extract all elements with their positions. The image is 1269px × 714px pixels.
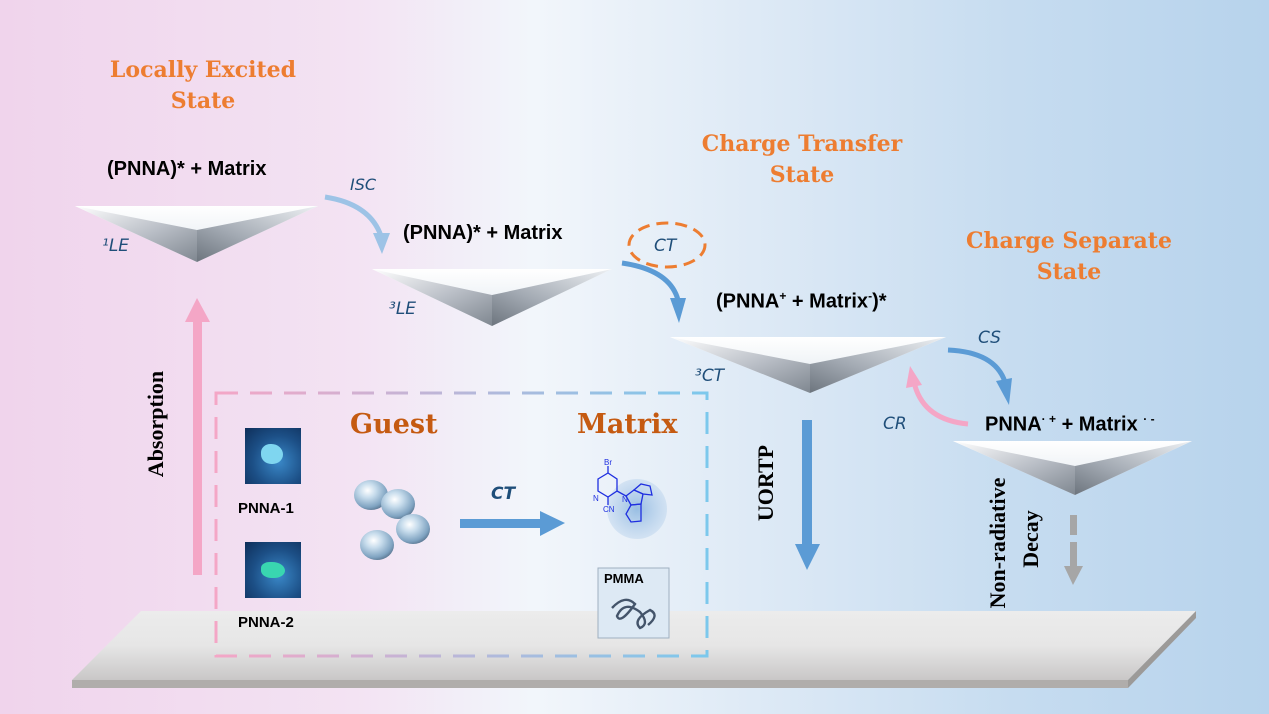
guest-to-matrix-arrow	[460, 511, 565, 536]
cs-arrow	[947, 347, 1012, 405]
level-label-3ct: ³CT	[695, 366, 725, 386]
guest-title: Guest	[350, 409, 438, 440]
title-charge-transfer-state: Charge Transfer State	[701, 131, 903, 188]
pmma-label: PMMA	[604, 571, 644, 586]
matrix-molecule	[597, 466, 667, 539]
ct-arrow	[621, 260, 686, 323]
sample-photo-pnna-1	[245, 428, 301, 484]
ct-dashed-circle	[627, 221, 707, 269]
nonradiative-decay-arrow	[1064, 515, 1083, 585]
absorption-arrow	[185, 298, 210, 575]
pmma-squiggle	[611, 598, 656, 630]
cr-label: CR	[883, 414, 907, 434]
energy-level-1le	[75, 206, 318, 262]
guest-matrix-ct-label: CT	[491, 484, 516, 504]
level-label-1le: ¹LE	[102, 236, 130, 256]
sample-label-pnna-1: PNNA-1	[238, 500, 294, 517]
ct-circle-label: CT	[654, 236, 677, 256]
sample-label-pnna-2: PNNA-2	[238, 614, 294, 631]
emission-spot	[261, 444, 283, 464]
title-charge-separate-state: Charge Separate State	[966, 228, 1172, 285]
base-platform	[72, 611, 1196, 688]
isc-arrow	[324, 194, 390, 254]
formula-3le: (PNNA)* + Matrix	[403, 222, 563, 244]
guest-matrix-box	[214, 391, 709, 658]
atom-label-cn: CN	[603, 505, 615, 514]
uortp-label: UORTP	[753, 444, 778, 522]
cr-arrow	[906, 366, 969, 427]
sample-photo-pnna-2	[245, 542, 301, 598]
guest-spheres	[354, 480, 430, 560]
cs-label: CS	[978, 328, 1001, 348]
energy-level-cs	[953, 441, 1192, 495]
energy-level-3le	[372, 269, 612, 326]
level-label-3le: ³LE	[389, 299, 417, 319]
formula-1le: (PNNA)* + Matrix	[107, 158, 267, 180]
nonradiative-label-line1: Non-radiative	[985, 477, 1010, 609]
absorption-label: Absorption	[143, 370, 168, 478]
atom-label-n-ring: N	[593, 494, 599, 503]
nonradiative-label-line2: Decay	[1018, 510, 1043, 568]
atom-label-br: Br	[604, 458, 612, 467]
energy-level-3ct	[670, 337, 946, 393]
title-locally-excited-state: Locally Excited State	[109, 57, 297, 114]
matrix-title: Matrix	[577, 409, 678, 440]
uortp-arrow	[795, 420, 820, 570]
isc-label: ISC	[350, 175, 377, 194]
formula-3ct: (PNNA+ + Matrix-)*	[716, 289, 887, 313]
emission-spot	[261, 562, 285, 578]
atom-label-n-carbazole: N	[622, 495, 628, 504]
formula-cs: PNNA· + + Matrix · -	[985, 412, 1155, 436]
